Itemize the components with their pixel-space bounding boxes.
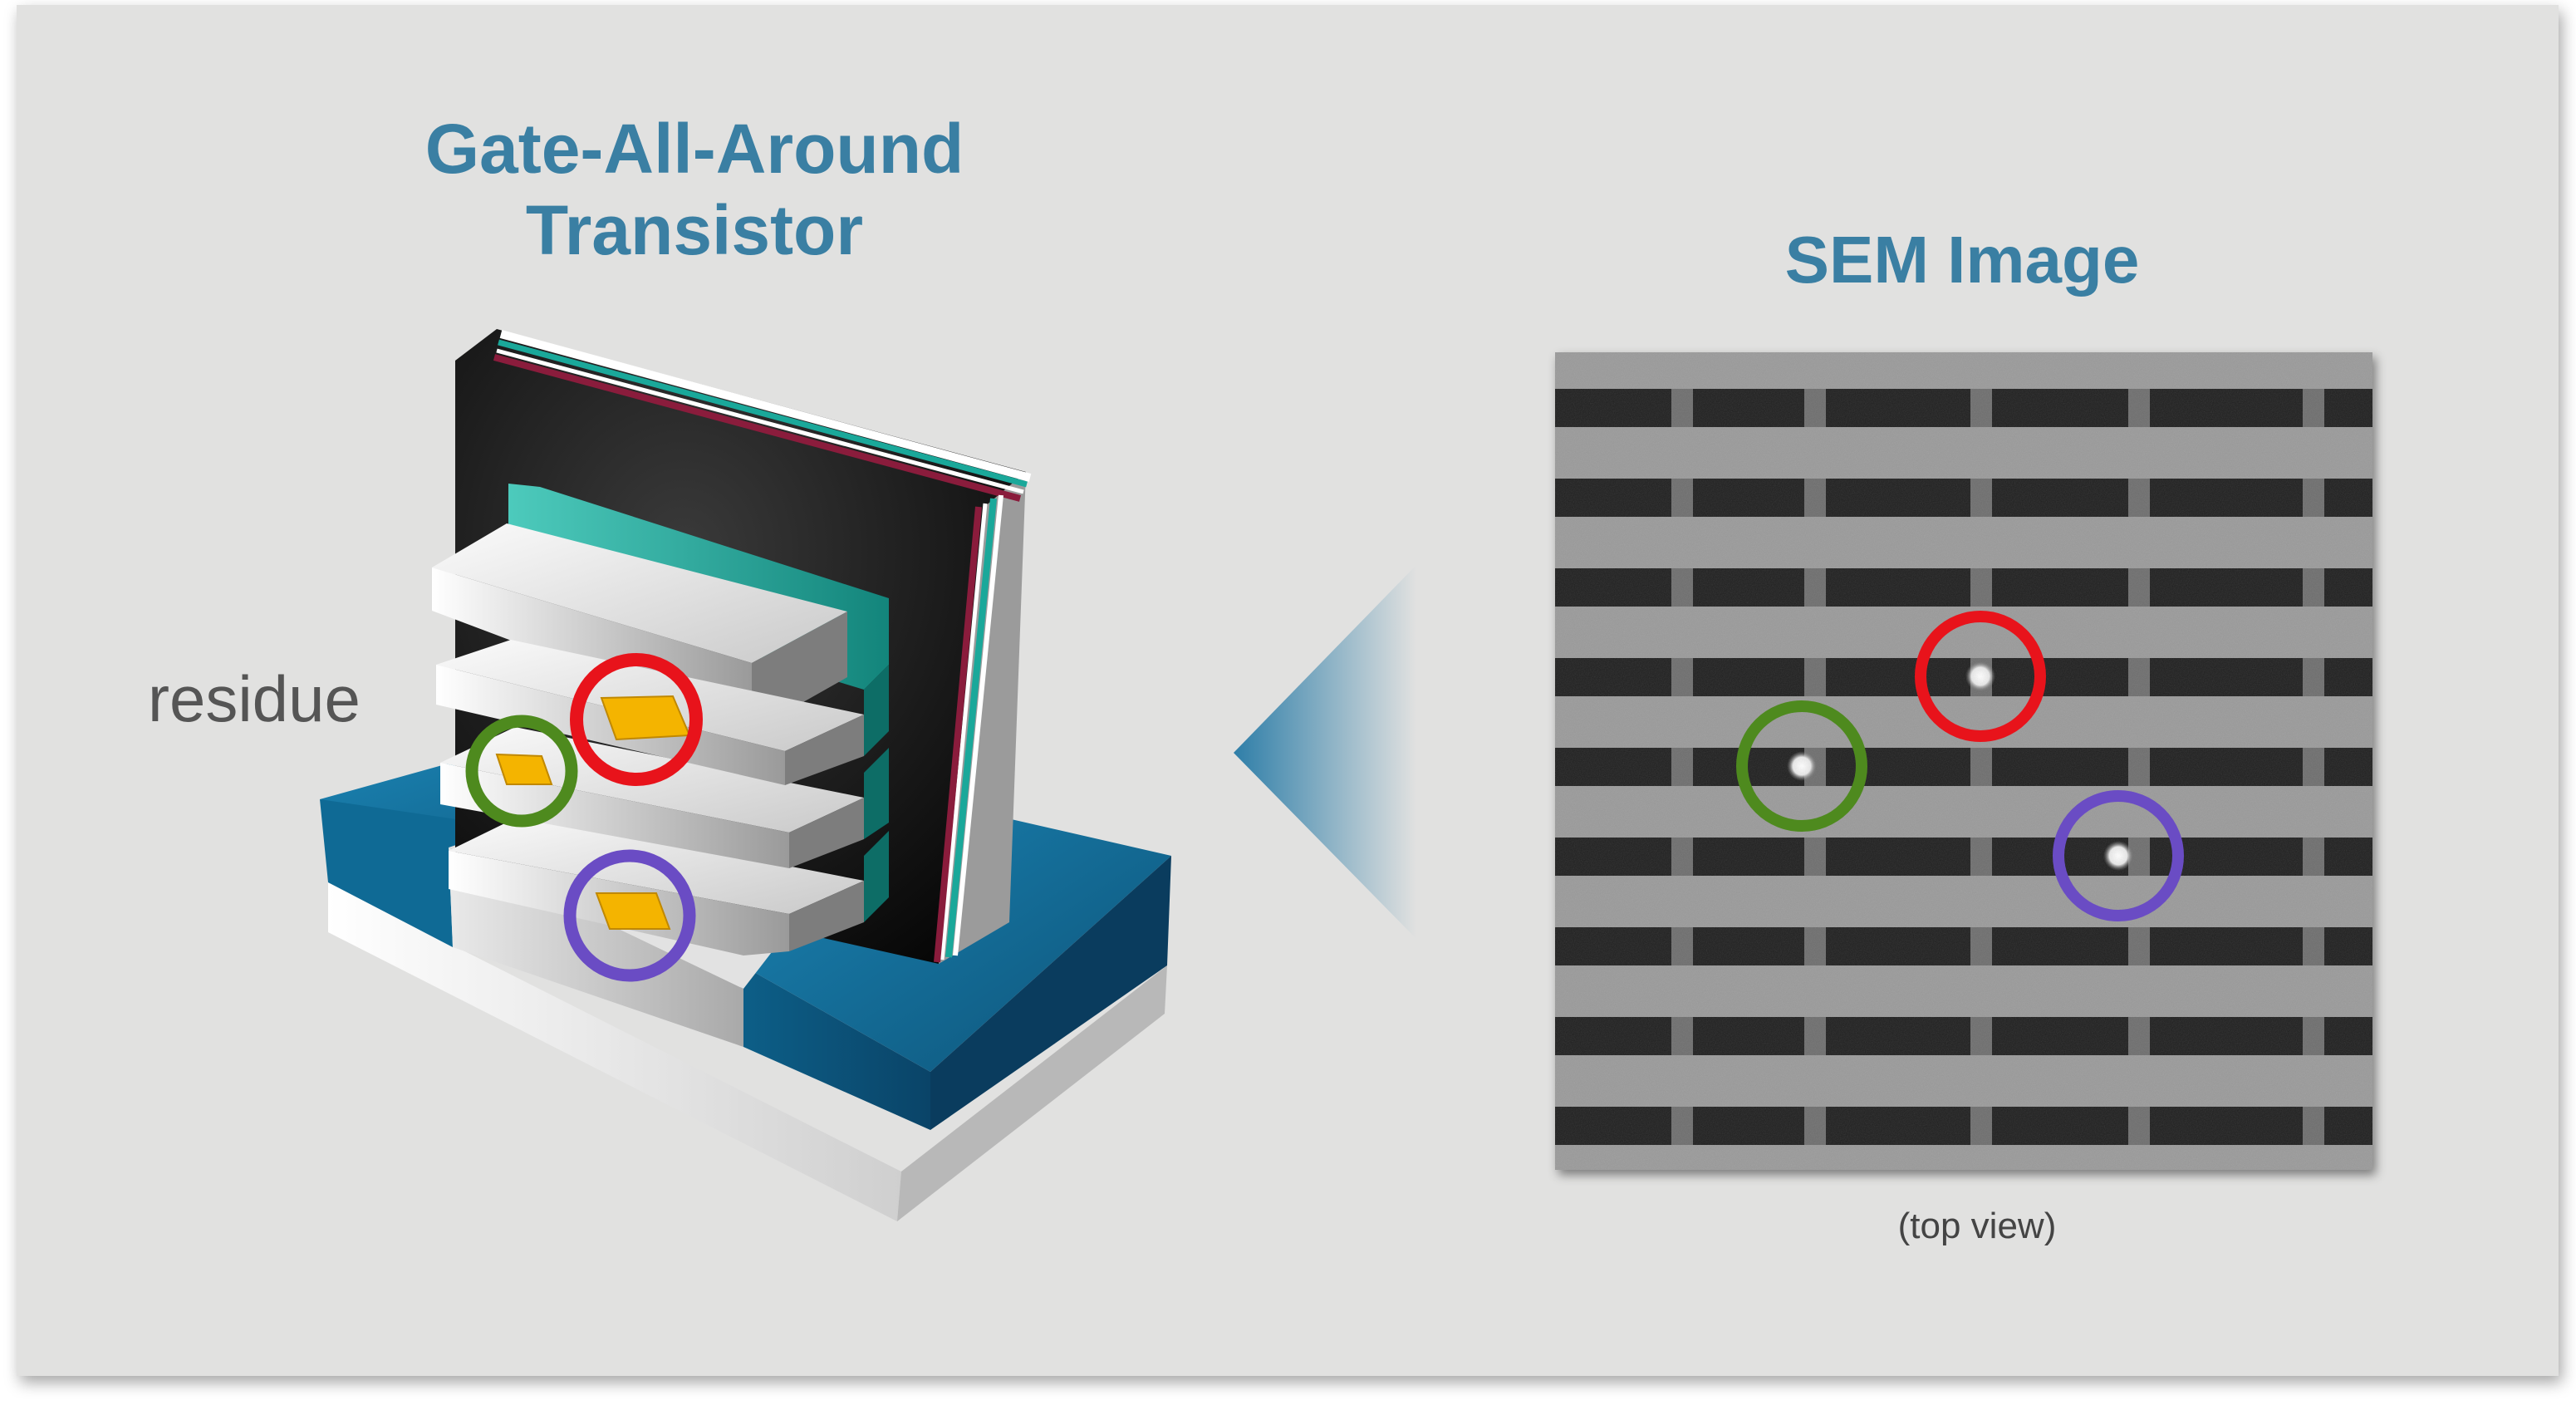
purple-marker-circle bbox=[563, 849, 696, 982]
residue-label: residue bbox=[148, 662, 361, 735]
top-view-caption: (top view) bbox=[1898, 1206, 2057, 1246]
sem-purple-marker-circle bbox=[2053, 790, 2184, 921]
base-slab-front bbox=[328, 882, 901, 1221]
drain-block-side bbox=[930, 856, 1171, 1130]
drain-block-front bbox=[739, 964, 930, 1130]
red-marker-circle bbox=[570, 653, 703, 786]
residue-particle-purple bbox=[595, 892, 671, 930]
left-title-line1: Gate-All-Around bbox=[425, 110, 964, 188]
right-title: SEM Image bbox=[1785, 223, 2140, 297]
sem-red-marker-circle bbox=[1915, 611, 2046, 742]
residue-particle-green bbox=[495, 753, 553, 785]
base-slab-side bbox=[897, 965, 1167, 1221]
nanosheet-1-top bbox=[432, 523, 847, 663]
residue-particle-red bbox=[600, 695, 691, 741]
pointer-arrow bbox=[1234, 565, 1416, 939]
left-title-line2: Transistor bbox=[526, 191, 863, 269]
nanosheet-2-front bbox=[440, 763, 789, 868]
green-marker-circle bbox=[465, 715, 578, 828]
sem-green-marker-circle bbox=[1736, 700, 1867, 832]
sem-noise bbox=[1555, 352, 2372, 1170]
